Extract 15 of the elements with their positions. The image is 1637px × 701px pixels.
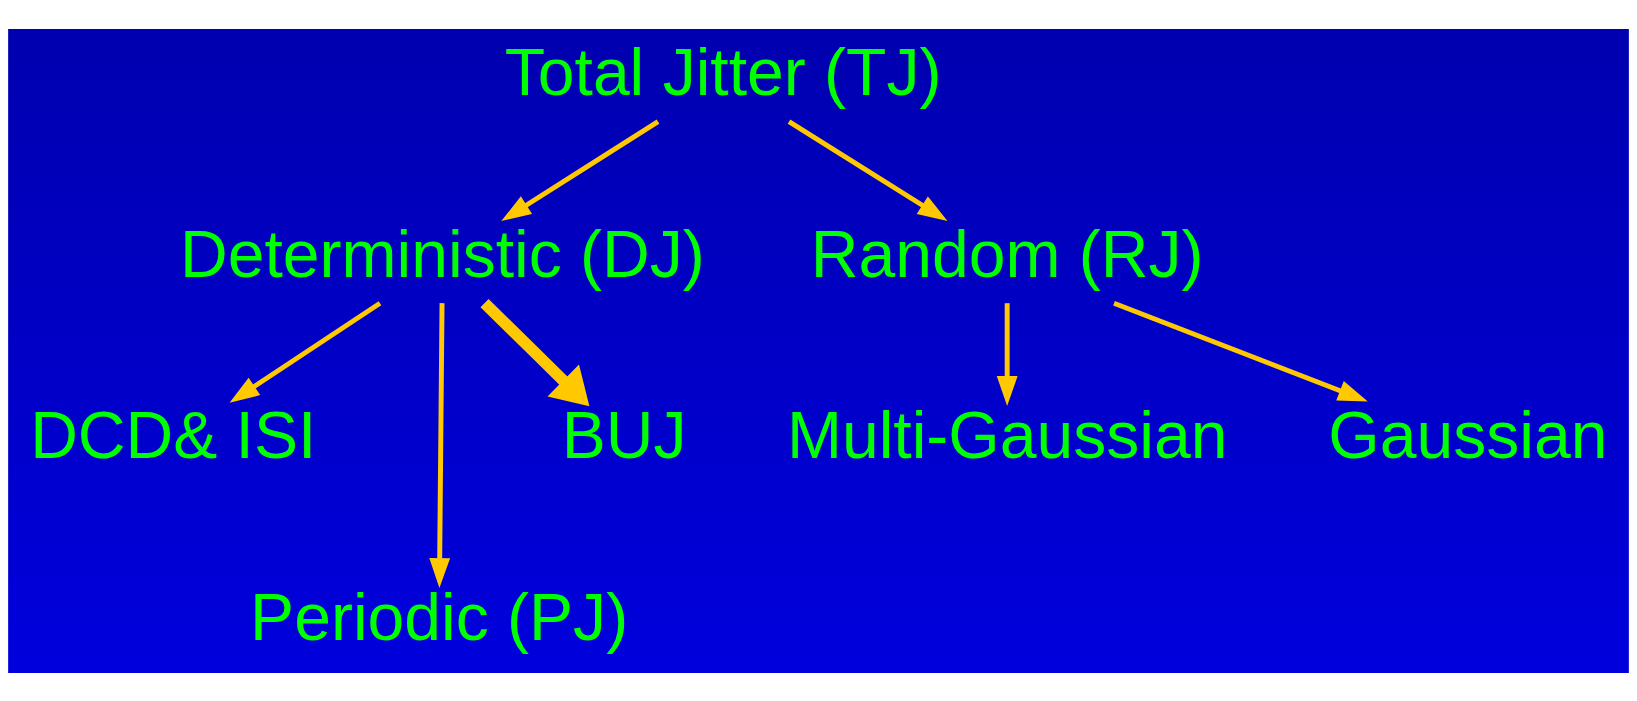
node-text: Periodic (PJ) [250,579,629,654]
node-text: DCD& ISI [30,397,317,472]
arrow [229,300,382,403]
node-text: Random (RJ) [810,216,1204,291]
node-text: Total Jitter (TJ) [504,34,942,109]
arrow [1113,300,1368,401]
arrow [429,302,451,588]
arrow [501,118,660,221]
node-text: Multi-Gaussian [786,397,1228,472]
arrow [787,118,948,221]
arrow [480,298,590,406]
node-text: Gaussian [1328,397,1608,472]
arrow [996,302,1018,406]
node-text: Deterministic (DJ) [180,216,705,291]
node-text: BUJ [561,397,687,472]
